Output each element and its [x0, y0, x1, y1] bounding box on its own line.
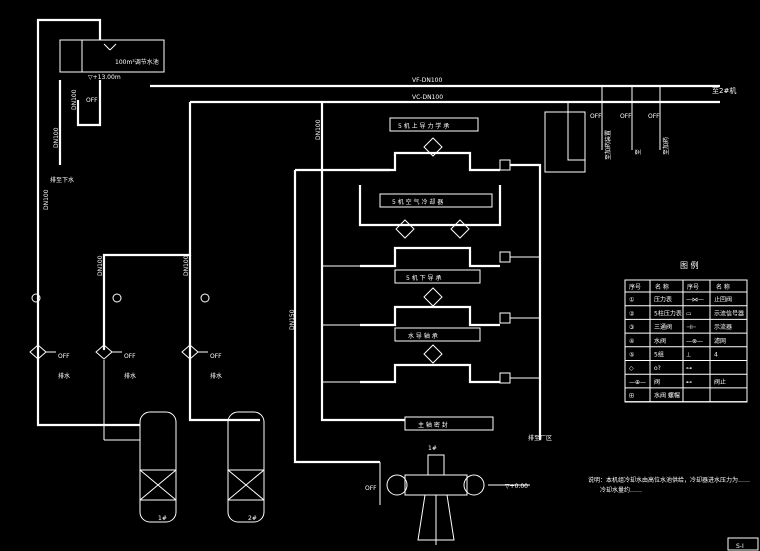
equip-3-label: 5 机 下 导 承 — [406, 274, 441, 282]
legend-cell: —⋈— — [686, 297, 704, 304]
equip-4-label: 水 导 轴 承 — [408, 332, 438, 340]
left-dn-3: DN100 — [53, 127, 60, 148]
legend-cell: 4 — [714, 352, 718, 359]
filter-group: OFF OFF OFF 排水 排水 排水 — [29, 293, 222, 441]
left-dn-2: DN100 — [71, 89, 78, 110]
right-label-2: 至 — [635, 149, 642, 155]
legend-cell: 阀 — [654, 378, 660, 386]
off-right-1: OFF — [590, 113, 602, 120]
notes-line-1: 说明：本机组冷却水由高位水池供给，冷却器进水压力为…… — [588, 476, 750, 484]
legend-cell: ③ — [629, 324, 634, 331]
legend-cell: 阀止 — [714, 378, 726, 386]
legend-cell: 止回阀 — [714, 296, 732, 304]
equip-2 — [379, 193, 493, 208]
off-right-2: OFF — [620, 113, 632, 120]
right-label-3: 至加药 — [662, 137, 670, 155]
legend-cell: 示流信号器 — [714, 309, 744, 317]
cooler-1: 1# — [139, 411, 177, 523]
legend-cell: ⊣⊢ — [686, 324, 696, 331]
cooler-2-label: 2# — [248, 515, 257, 522]
legend-cell: ⊥ — [686, 352, 691, 359]
cooler-2: 2# — [227, 411, 265, 523]
equip-5 — [404, 416, 494, 431]
branch-dn-1: DN100 — [183, 255, 190, 276]
equip-3 — [394, 269, 481, 284]
off-right-3: OFF — [648, 113, 660, 120]
legend-cell: 滤网 — [714, 337, 726, 345]
legend-cell: 水阀 — [654, 337, 666, 345]
legend-h2: 序号 — [687, 283, 699, 291]
tank: 100m³调节水池 ▽+13.00m — [59, 39, 165, 81]
off-turbine: OFF — [365, 485, 377, 492]
legend-cell: 三通阀 — [654, 323, 672, 331]
right-out-label: 至2#机 — [712, 86, 736, 95]
equip-5-label: 主 轴 密 封 — [418, 421, 448, 429]
turbine: 1# ▽+0.00 OFF — [365, 445, 530, 545]
section-tag: S-I — [736, 543, 744, 550]
tank-label: 100m³调节水池 — [115, 58, 159, 66]
elev-label: ▽+0.00 — [505, 483, 528, 490]
notes-line-2: 冷却水量约…… — [600, 486, 642, 494]
equip-1 — [389, 117, 479, 132]
drain-tank-label: 排至厂区 — [528, 434, 552, 442]
off-label-f3: OFF — [210, 353, 222, 360]
legend-h3: 名 称 — [716, 283, 730, 291]
pump-dn: DN150 — [289, 309, 296, 330]
right-label-1: 至加药装置 — [604, 130, 612, 160]
off-label-f2: OFF — [124, 353, 136, 360]
legend-h0: 序号 — [629, 283, 641, 291]
legend-cell: ④ — [629, 338, 634, 345]
equip-4 — [394, 327, 481, 342]
legend-cell: —⊗— — [686, 338, 703, 345]
legend-cell: 5柱压力表 — [654, 309, 682, 317]
branch-dn-2: DN100 — [97, 255, 104, 276]
legend-cell: ⊶ — [686, 365, 692, 372]
legend-table: 图 例 序号 名 称 序号 名 称 ① 压力表 —⋈— 止回阀 ② 5柱压力表 ▭ 示流信号器… — [624, 260, 748, 403]
main-pipe-label: VF-DN100 — [412, 77, 442, 84]
legend-h1: 名 称 — [655, 283, 669, 291]
drain-f2: 排水 — [124, 372, 136, 380]
equip-1-label: 5 机 上 导 力 学 承 — [398, 122, 449, 130]
legend-cell: ② — [629, 310, 635, 317]
legend-cell: 压力表 — [654, 296, 672, 304]
drain-label-left: 排至下水 — [50, 176, 74, 184]
legend-title: 图 例 — [680, 260, 699, 270]
legend-cell: ⊞ — [629, 393, 634, 400]
legend-cell: 水阀 螺帽 — [654, 392, 680, 400]
drain-f1: 排水 — [58, 372, 70, 380]
legend-cell: ① — [629, 297, 634, 304]
legend-cell: ⊷ — [686, 379, 692, 386]
cooler-1-label: 1# — [158, 515, 167, 522]
legend-cell: o? — [654, 365, 661, 372]
left-dn-1: DN100 — [43, 189, 50, 210]
off-label-top: OFF — [86, 97, 98, 104]
legend-cell: ◇ — [629, 365, 634, 372]
unit-label: 1# — [428, 445, 437, 452]
equip-2-label: 5 机 空 气 冷 却 器 — [392, 198, 443, 206]
tank-level: ▽+13.00m — [88, 74, 121, 81]
legend-cell: 5组 — [654, 351, 664, 359]
right-dn-1: DN100 — [315, 119, 322, 140]
legend-cell: ⑤ — [629, 352, 634, 359]
legend-cell: —⊕— — [629, 379, 646, 386]
second-pipe-label: VC-DN100 — [412, 94, 443, 101]
off-label-f1: OFF — [58, 353, 70, 360]
legend-cell: ▭ — [686, 310, 692, 317]
drain-f3: 排水 — [210, 372, 222, 380]
legend-cell: 示流器 — [714, 323, 732, 331]
